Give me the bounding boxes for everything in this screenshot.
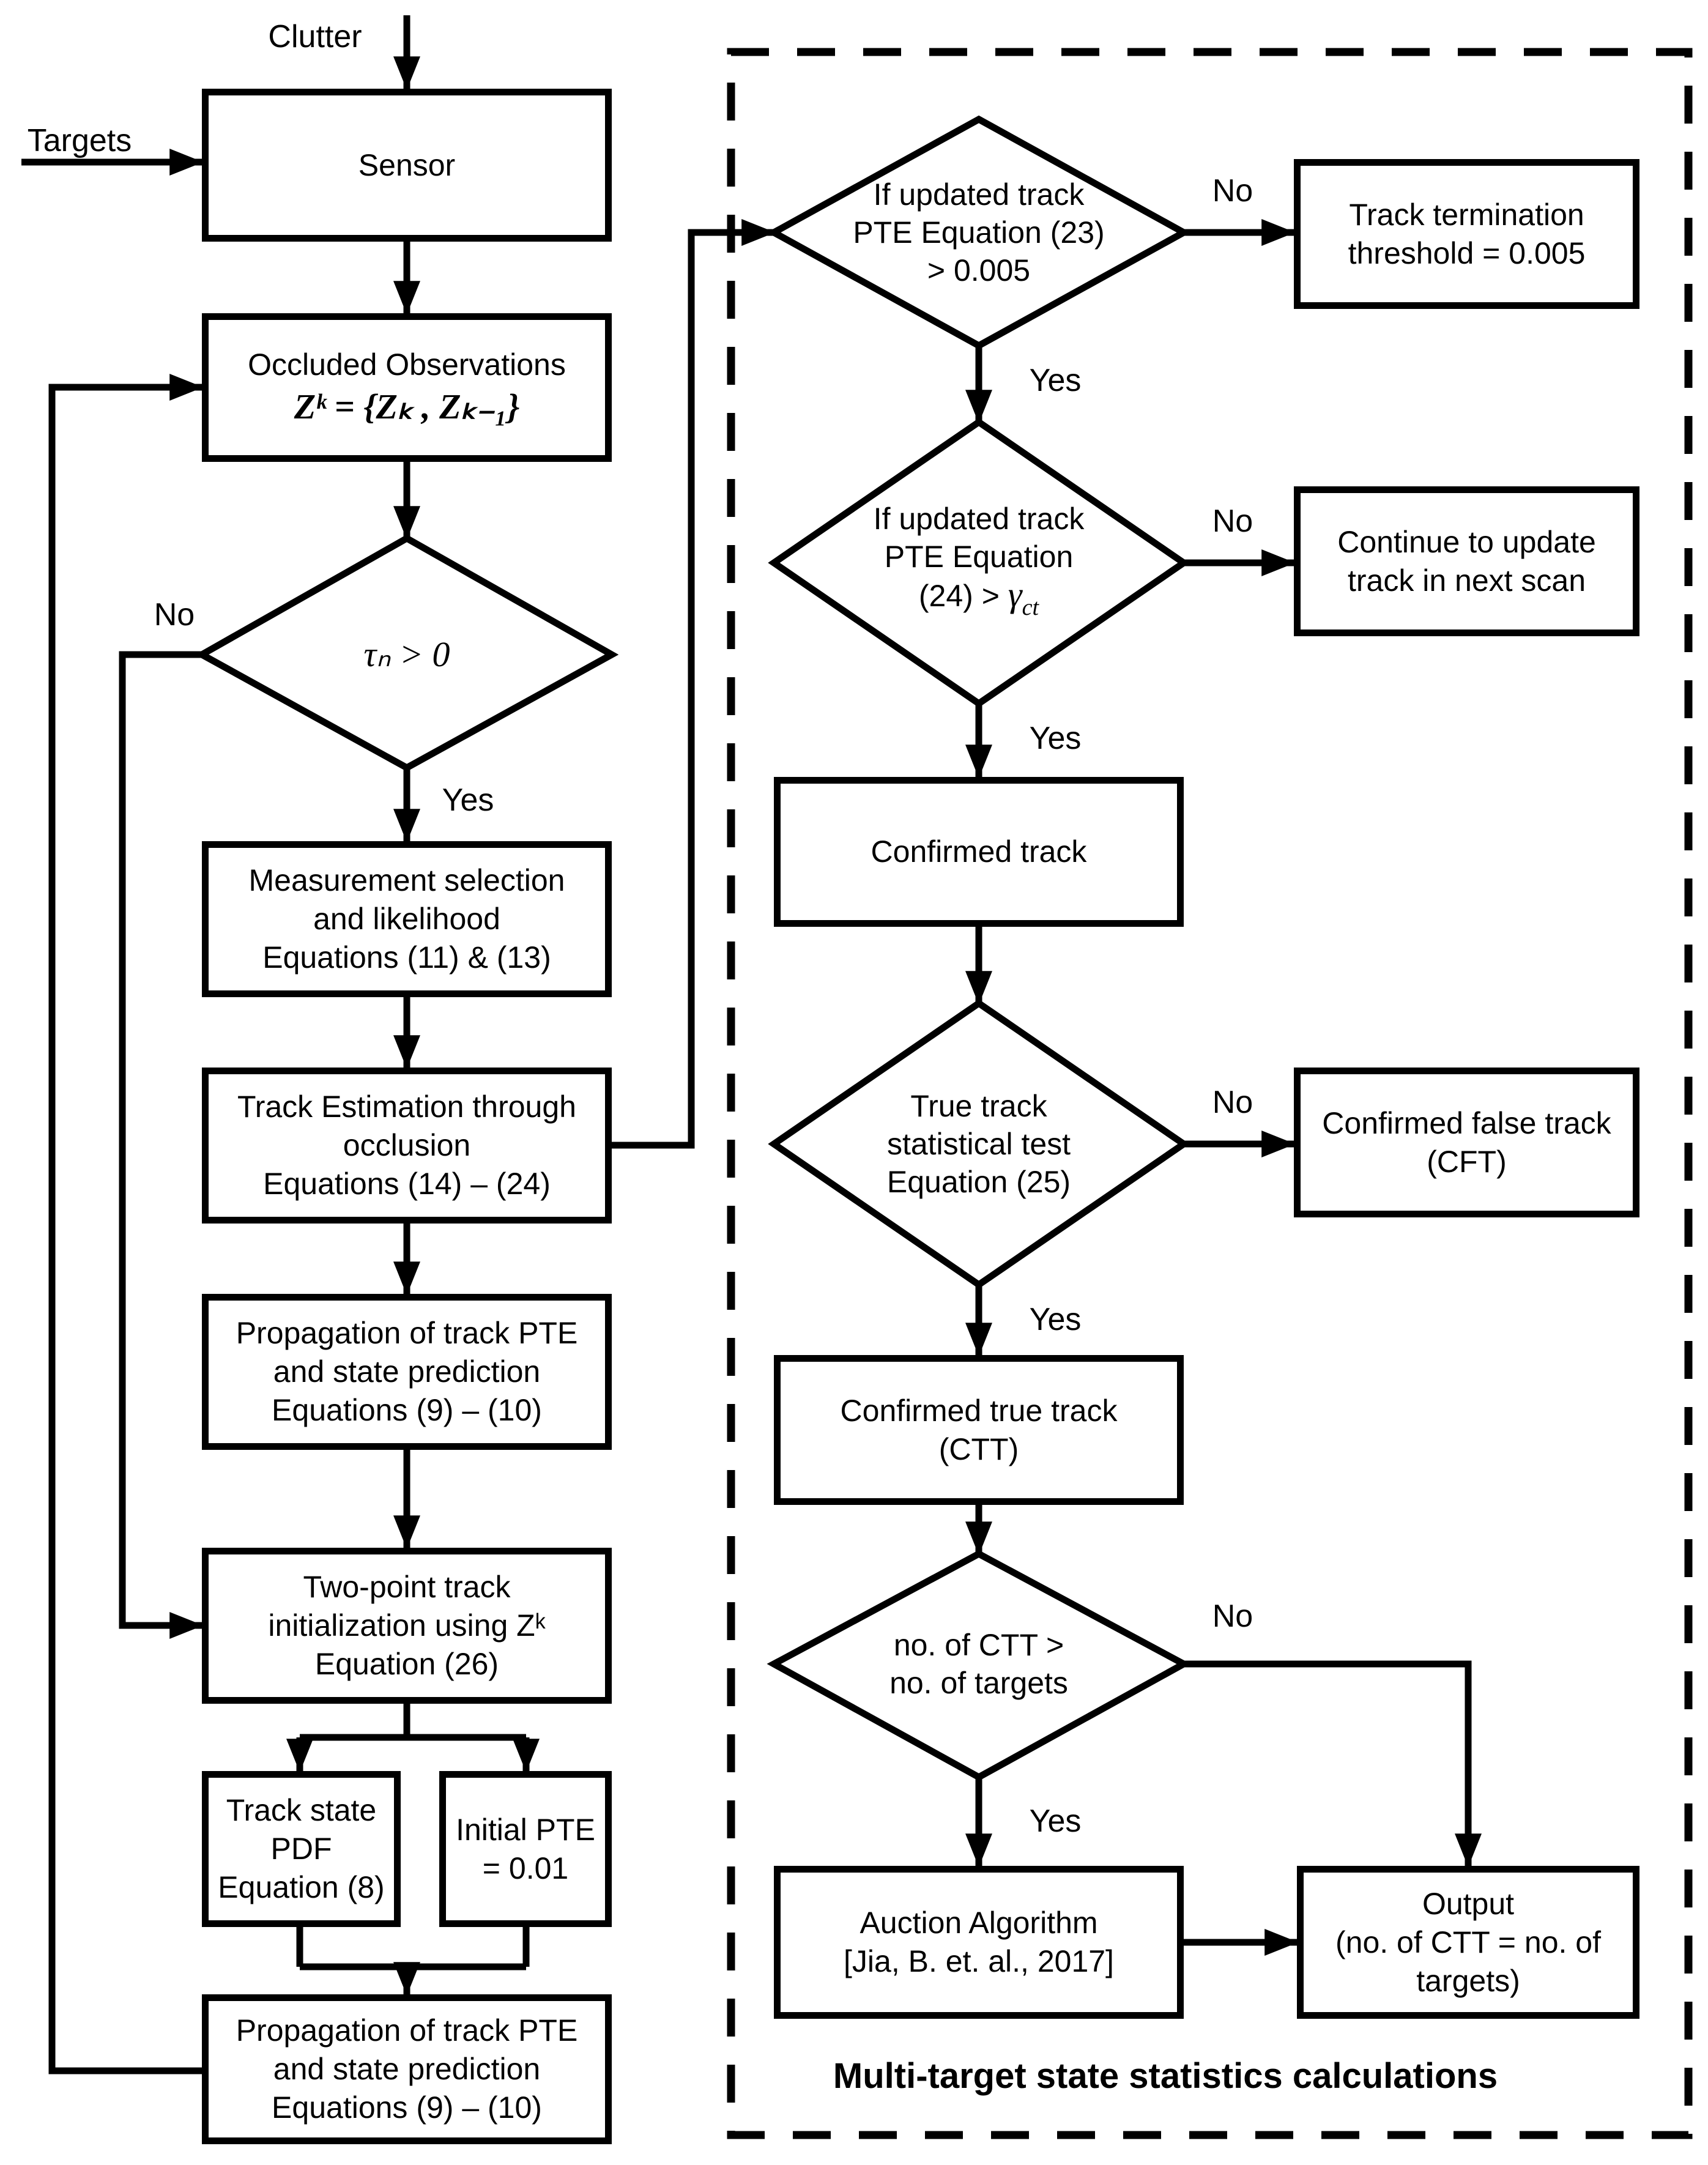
pte23-line1: If updated track xyxy=(873,177,1085,212)
ctt-line2: (CTT) xyxy=(938,1432,1019,1466)
measurement-selection-box: Measurement selection and likelihood Equ… xyxy=(202,841,612,997)
sensor-box: Sensor xyxy=(202,89,612,242)
true-track-line3: Equation (25) xyxy=(886,1165,1071,1199)
track-estimation-line3: Equations (14) – (24) xyxy=(263,1167,551,1201)
pte24-line3: (24) > γct xyxy=(918,574,1039,626)
continue-update-box: Continue to update track in next scan xyxy=(1294,486,1639,636)
occluded-formula: Zᵏ = {Zₖ , Zₖ₋₁} xyxy=(294,387,520,426)
propagation-bottom-line3: Equations (9) – (10) xyxy=(272,2090,542,2125)
tau-decision-diamond xyxy=(195,534,619,772)
trackest-to-right-column-arrow xyxy=(612,219,776,1149)
propagation-top-line2: and state prediction xyxy=(273,1354,541,1389)
two-point-initialization-box: Two-point track initialization using Zᵏ … xyxy=(202,1548,612,1704)
true-track-condition: True track statistical test Equation (25… xyxy=(795,1068,1162,1220)
propagation-bottom-line1: Propagation of track PTE xyxy=(236,2013,578,2048)
pte23-line3: > 0.005 xyxy=(927,253,1031,288)
propagation-top-line1: Propagation of track PTE xyxy=(236,1316,578,1350)
ctt-count-condition: no. of CTT > no. of targets xyxy=(795,1624,1162,1704)
targets-label: Targets xyxy=(27,123,132,158)
pte24-line2: PTE Equation xyxy=(884,539,1074,574)
pte24-no-label: No xyxy=(1212,503,1253,539)
count-no-elbow-arrow xyxy=(1184,1660,1482,1868)
occluded-observations-box: Occluded Observations Zᵏ = {Zₖ , Zₖ₋₁} xyxy=(202,313,612,462)
pte23-line2: PTE Equation (23) xyxy=(853,215,1105,250)
propagation-top-line3: Equations (9) – (10) xyxy=(272,1393,542,1427)
two-point-line1: Two-point track xyxy=(303,1570,511,1604)
propagation-bottom-box: Propagation of track PTE and state predi… xyxy=(202,1994,612,2144)
pte24-yes-label: Yes xyxy=(1029,721,1082,756)
cft-line1: Confirmed false track xyxy=(1322,1105,1611,1140)
continue-line1: Continue to update xyxy=(1337,524,1596,559)
tau-no-elbow-arrow xyxy=(119,651,204,1639)
twopoint-split-line xyxy=(300,1704,526,1741)
statistics-dashed-boundary xyxy=(727,48,1693,2139)
track-estimation-line1: Track Estimation through xyxy=(237,1090,576,1124)
pte24-line3-prefix: (24) > xyxy=(918,578,1008,613)
propagation-bottom-line2: and state prediction xyxy=(273,2052,541,2086)
tau-no-label: No xyxy=(154,597,195,633)
clutter-label: Clutter xyxy=(268,19,362,54)
occluded-line1: Occluded Observations xyxy=(248,347,566,382)
confirmed-track-label: Confirmed track xyxy=(871,834,1087,869)
pte23-no-label: No xyxy=(1212,173,1253,209)
ctt-count-yes-label: Yes xyxy=(1029,1803,1082,1839)
track-state-pdf-line3: Equation (8) xyxy=(218,1870,385,1904)
measurement-line1: Measurement selection xyxy=(248,863,565,897)
sensor-label: Sensor xyxy=(358,147,456,182)
track-termination-line2: threshold = 0.005 xyxy=(1348,236,1586,270)
feedback-loop-arrow xyxy=(48,374,204,2074)
track-state-pdf-box: Track state PDF Equation (8) xyxy=(202,1771,401,1927)
measurement-line2: and likelihood xyxy=(313,902,500,936)
true-track-line2: statistical test xyxy=(886,1127,1071,1161)
confirmed-true-track-box: Confirmed true track (CTT) xyxy=(774,1355,1184,1505)
auction-line2: [Jia, B. et. al., 2017] xyxy=(844,1944,1114,1978)
pte24-decision-diamond xyxy=(768,418,1190,708)
ctt-count-line1: no. of CTT > xyxy=(893,1628,1064,1662)
track-state-pdf-line2: PDF xyxy=(270,1832,332,1866)
ctt-count-line2: no. of targets xyxy=(889,1666,1068,1700)
output-line2: (no. of CTT = no. of xyxy=(1335,1925,1601,1959)
two-point-line2: initialization using Zᵏ xyxy=(268,1608,546,1643)
true-track-yes-label: Yes xyxy=(1029,1302,1082,1337)
continue-line2: track in next scan xyxy=(1347,563,1586,598)
track-state-pdf-line1: Track state xyxy=(226,1793,377,1827)
output-box: Output (no. of CTT = no. of targets) xyxy=(1297,1866,1639,2019)
cft-line2: (CFT) xyxy=(1427,1144,1507,1179)
statistics-caption: Multi-target state statistics calculatio… xyxy=(833,2056,1498,2096)
true-track-no-label: No xyxy=(1212,1085,1253,1120)
pte23-yes-label: Yes xyxy=(1029,363,1082,398)
gamma-subscript: ct xyxy=(1022,594,1039,620)
propagation-top-box: Propagation of track PTE and state predi… xyxy=(202,1294,612,1450)
ctt-count-decision-diamond xyxy=(767,1550,1191,1781)
track-estimation-line2: occlusion xyxy=(343,1128,471,1162)
output-line3: targets) xyxy=(1416,1963,1520,1998)
confirmed-false-track-box: Confirmed false track (CFT) xyxy=(1294,1068,1639,1217)
two-point-line3: Equation (26) xyxy=(314,1647,499,1681)
initial-pte-box: Initial PTE = 0.01 xyxy=(439,1771,612,1927)
true-track-line1: True track xyxy=(910,1089,1047,1123)
initial-pte-line2: = 0.01 xyxy=(482,1851,569,1885)
track-termination-box: Track termination threshold = 0.005 xyxy=(1294,159,1639,309)
pte24-line1: If updated track xyxy=(873,501,1085,536)
ctt-count-no-label: No xyxy=(1212,1599,1253,1634)
output-line1: Output xyxy=(1422,1886,1515,1921)
ctt-line1: Confirmed true track xyxy=(840,1393,1118,1428)
merge-line xyxy=(296,1927,530,1970)
pte23-decision-diamond xyxy=(767,115,1191,350)
confirmed-track-box: Confirmed track xyxy=(774,777,1184,927)
tau-condition: τₙ > 0 xyxy=(363,634,450,674)
track-termination-line1: Track termination xyxy=(1349,197,1584,232)
initial-pte-line1: Initial PTE xyxy=(456,1812,595,1847)
auction-line1: Auction Algorithm xyxy=(860,1906,1098,1940)
auction-algorithm-box: Auction Algorithm [Jia, B. et. al., 2017… xyxy=(774,1866,1184,2019)
gamma-symbol: γ xyxy=(1008,574,1022,614)
pte23-condition: If updated track PTE Equation (23) > 0.0… xyxy=(795,156,1162,309)
pte24-condition: If updated track PTE Equation (24) > γct xyxy=(795,486,1162,639)
true-track-decision-diamond xyxy=(768,999,1190,1289)
tau-yes-label: Yes xyxy=(442,782,494,818)
track-estimation-box: Track Estimation through occlusion Equat… xyxy=(202,1068,612,1224)
measurement-line3: Equations (11) & (13) xyxy=(262,940,551,975)
